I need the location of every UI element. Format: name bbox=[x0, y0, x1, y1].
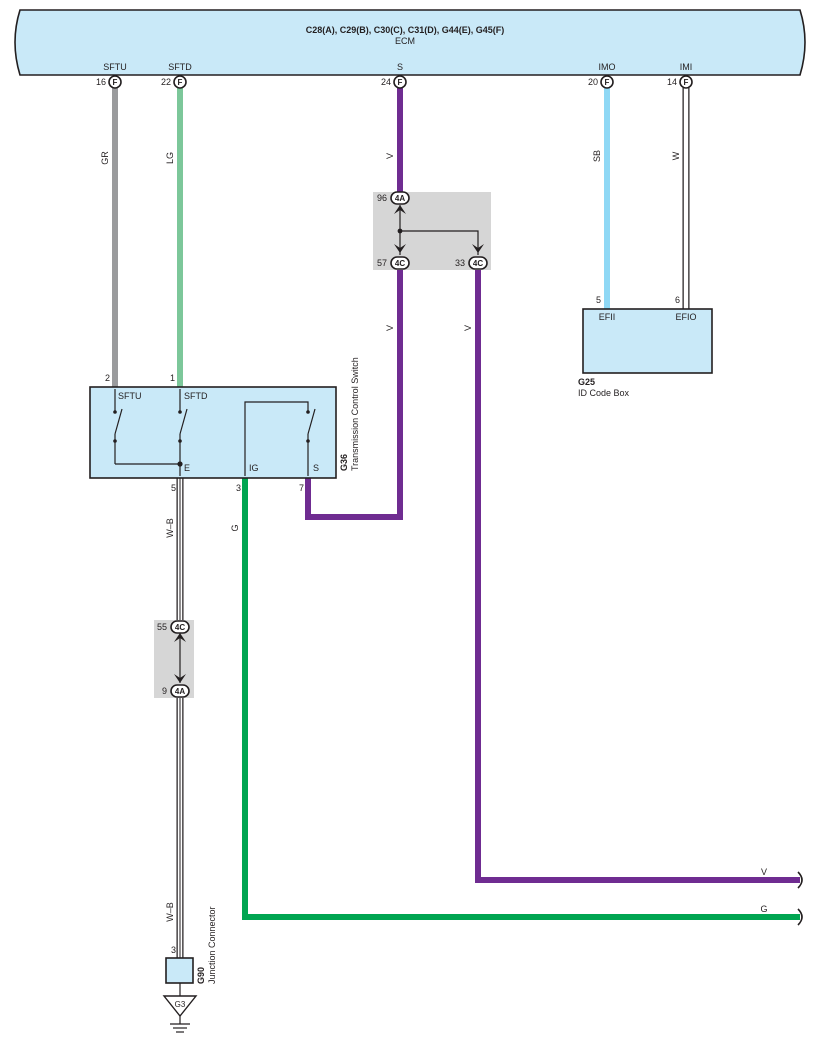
ecm-pin-16: F 16 bbox=[96, 75, 122, 89]
ecm-pin-s-name: S bbox=[397, 62, 403, 72]
g90-pin-3-num: 3 bbox=[171, 945, 176, 955]
svg-text:4A: 4A bbox=[175, 687, 185, 696]
junction-pin-96: 4A 96 bbox=[377, 191, 410, 205]
ecm-pin-imi-name: IMI bbox=[680, 62, 693, 72]
svg-text:F: F bbox=[113, 78, 118, 87]
junction-block-lower: 4C 55 4A 9 bbox=[154, 620, 194, 698]
wire-s-low bbox=[305, 270, 403, 520]
ecm-name: ECM bbox=[395, 36, 415, 46]
g36-pin-5-num: 5 bbox=[171, 483, 176, 493]
g36-pin-sftd: SFTD bbox=[184, 391, 208, 401]
svg-text:4C: 4C bbox=[395, 259, 405, 268]
g36-pin-ig: IG bbox=[249, 463, 259, 473]
ground-label: G3 bbox=[175, 1000, 186, 1009]
svg-text:4C: 4C bbox=[473, 259, 483, 268]
ecm-pin-14: F 14 bbox=[667, 75, 693, 89]
g90-name: Junction Connector bbox=[207, 906, 217, 984]
svg-text:9: 9 bbox=[162, 686, 167, 696]
wire-ig bbox=[242, 478, 800, 920]
wire-code-v-low: V bbox=[385, 325, 395, 331]
wire-code-v-out: V bbox=[761, 867, 767, 877]
g36-pin-1-num: 1 bbox=[170, 373, 175, 383]
svg-text:55: 55 bbox=[157, 622, 167, 632]
g25-id-code-box: 5 6 EFII EFIO G25 ID Code Box bbox=[578, 295, 713, 398]
svg-text:4C: 4C bbox=[175, 623, 185, 632]
ecm-connector-list: C28(A), C29(B), C30(C), C31(D), G44(E), … bbox=[306, 25, 505, 35]
wire-code-wb-top: W–B bbox=[165, 518, 175, 538]
wire-code-wb-bottom: W–B bbox=[165, 902, 175, 922]
g36-name: Transmission Control Switch bbox=[350, 357, 360, 471]
g90-junction-connector: 3 G90 Junction Connector bbox=[165, 906, 217, 996]
g25-pin-6-num: 6 bbox=[675, 295, 680, 305]
svg-text:57: 57 bbox=[377, 258, 387, 268]
svg-text:F: F bbox=[398, 78, 403, 87]
g36-switch-s bbox=[244, 401, 316, 476]
svg-text:14: 14 bbox=[667, 77, 677, 87]
wire-code-sb: SB bbox=[592, 150, 602, 162]
g36-pin-sftu: SFTU bbox=[118, 391, 142, 401]
ecm-pin-22: F 22 bbox=[161, 75, 187, 89]
wire-code-v-branch: V bbox=[463, 325, 473, 331]
junction-pin-9: 4A 9 bbox=[162, 684, 190, 698]
g36-pin-2-num: 2 bbox=[105, 373, 110, 383]
wire-code-lg: LG bbox=[165, 152, 175, 164]
wire-code-g: G bbox=[230, 524, 240, 531]
g36-pin-e: E bbox=[184, 463, 190, 473]
wire-s-branch bbox=[475, 270, 800, 883]
g25-pin-efii: EFII bbox=[599, 312, 616, 322]
g36-switch-sftd bbox=[177, 389, 188, 476]
g36-transmission-control-switch: 2 1 SFTU SFTD E IG S 5 3 7 bbox=[89, 357, 360, 493]
ecm-pin-sftd-name: SFTD bbox=[168, 62, 192, 72]
svg-text:33: 33 bbox=[455, 258, 465, 268]
ecm-pin-20: F 20 bbox=[588, 75, 614, 89]
ecm-box: C28(A), C29(B), C30(C), C31(D), G44(E), … bbox=[14, 9, 806, 76]
g25-pin-5-num: 5 bbox=[596, 295, 601, 305]
junction-pin-57: 4C 57 bbox=[377, 256, 410, 270]
svg-text:22: 22 bbox=[161, 77, 171, 87]
svg-text:20: 20 bbox=[588, 77, 598, 87]
junction-block-upper: 4A 96 4C 57 4C 33 bbox=[373, 191, 491, 270]
break-mark-g bbox=[797, 908, 803, 926]
g90-id: G90 bbox=[196, 967, 206, 984]
wire-code-gr: GR bbox=[100, 151, 110, 165]
g25-pin-efio: EFIO bbox=[675, 312, 696, 322]
svg-text:F: F bbox=[684, 78, 689, 87]
g36-pin-3-num: 3 bbox=[236, 483, 241, 493]
wire-code-w: W bbox=[671, 151, 681, 160]
g36-id: G36 bbox=[339, 454, 349, 471]
svg-text:F: F bbox=[605, 78, 610, 87]
junction-pin-55: 4C 55 bbox=[157, 620, 190, 634]
svg-text:96: 96 bbox=[377, 193, 387, 203]
ecm-pin-imo-name: IMO bbox=[599, 62, 616, 72]
junction-pin-33: 4C 33 bbox=[455, 256, 488, 270]
break-mark-v bbox=[797, 871, 803, 889]
g25-name: ID Code Box bbox=[578, 388, 630, 398]
g36-pin-s: S bbox=[313, 463, 319, 473]
g36-switch-sftu bbox=[113, 389, 180, 465]
ecm-pin-24: F 24 bbox=[381, 75, 407, 89]
svg-text:24: 24 bbox=[381, 77, 391, 87]
ecm-pin-sftu-name: SFTU bbox=[103, 62, 127, 72]
wire-code-g-out: G bbox=[760, 904, 767, 914]
g36-pin-7-num: 7 bbox=[299, 483, 304, 493]
ground-symbol: G3 bbox=[162, 995, 198, 1033]
svg-text:4A: 4A bbox=[395, 194, 405, 203]
wire-code-v-top: V bbox=[385, 153, 395, 159]
g25-id: G25 bbox=[578, 377, 595, 387]
svg-text:16: 16 bbox=[96, 77, 106, 87]
svg-text:F: F bbox=[178, 78, 183, 87]
